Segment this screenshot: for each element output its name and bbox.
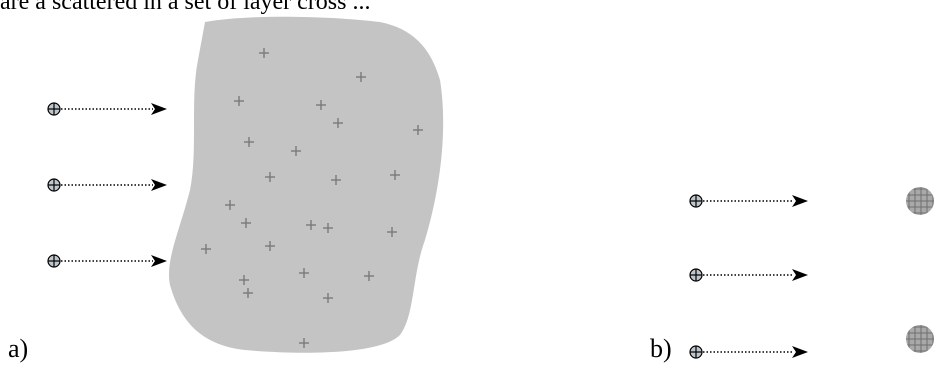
particle-circle-plus <box>48 179 60 191</box>
particle-circle-plus <box>48 255 60 267</box>
dotted-arrow <box>690 346 808 358</box>
dotted-arrow <box>48 179 167 191</box>
nucleus-tile <box>906 325 934 353</box>
particle-circle-plus <box>690 269 702 281</box>
dotted-arrow <box>48 255 167 267</box>
header-text: are a scattered in a set of layer cross … <box>0 0 371 16</box>
nucleus-tile <box>906 187 934 215</box>
panel-a-label: a) <box>8 334 28 364</box>
target-blob <box>169 17 443 353</box>
particle-circle-plus <box>690 195 702 207</box>
dotted-arrow <box>690 269 808 281</box>
particle-circle-plus <box>690 346 702 358</box>
dotted-arrow <box>690 195 808 207</box>
panel-b-label: b) <box>650 334 672 364</box>
dotted-arrow <box>48 103 167 115</box>
particle-circle-plus <box>48 103 60 115</box>
